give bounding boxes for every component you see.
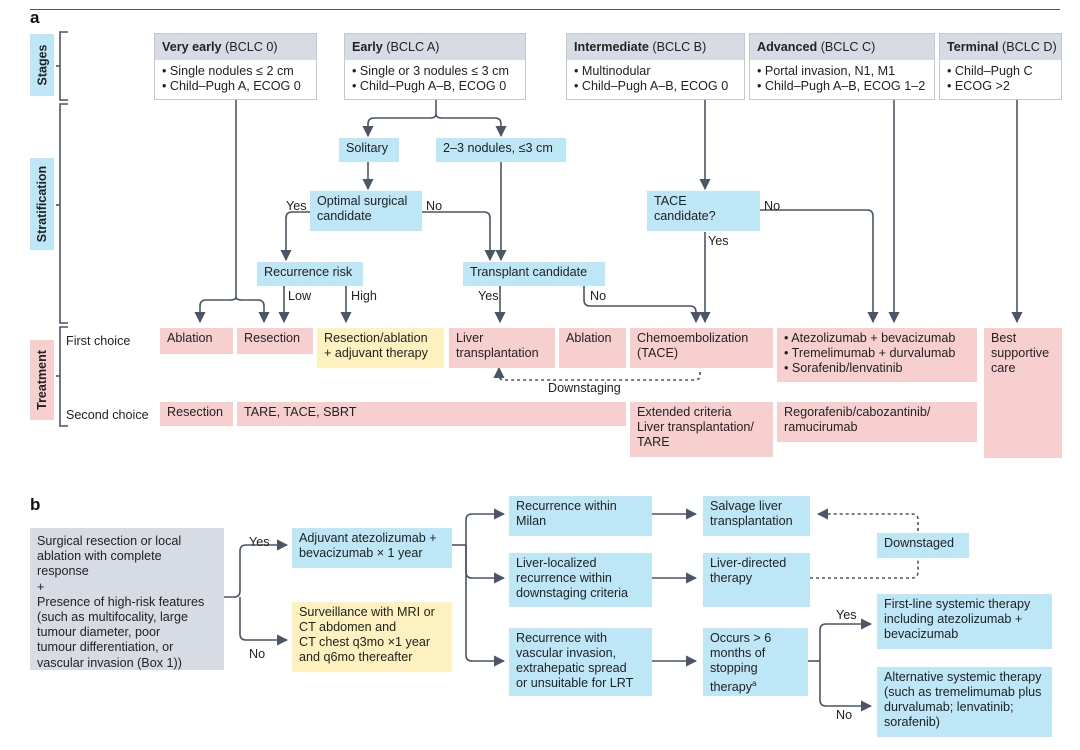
b-edge-yes-2: Yes: [836, 608, 857, 622]
row-label-first-choice: First choice: [66, 334, 131, 348]
tx-chemoembolization: Chemoembolization(TACE): [630, 328, 773, 368]
panel-b-letter: b: [30, 495, 41, 514]
tx-systemic-first: • Atezolizumab + bevacizumab• Tremelimum…: [777, 328, 977, 382]
side-label-stratification: Stratification: [30, 158, 54, 250]
tx-ablation: Ablation: [160, 328, 233, 354]
strat-solitary: Solitary: [339, 138, 399, 162]
b-edge-no-2: No: [836, 708, 853, 722]
tx-resection-adjuvant: Resection/ablation+ adjuvant therapy: [317, 328, 444, 368]
b-downstaged-box: Downstaged: [877, 533, 969, 558]
tx2-resection: Resection: [160, 402, 233, 426]
edge-no-transplant: No: [590, 289, 607, 303]
b-alternative-box: Alternative systemic therapy(such as tre…: [877, 667, 1052, 737]
stage-intermediate: Intermediate (BCLC B) • Multinodular• Ch…: [566, 33, 745, 100]
b-adjuvant-box: Adjuvant atezolizumab +bevacizumab × 1 y…: [292, 528, 452, 568]
tx2-tare-tace-sbrt: TARE, TACE, SBRT: [237, 402, 626, 426]
strat-nodules: 2–3 nodules, ≤3 cm: [436, 138, 566, 162]
edge-high: High: [351, 289, 377, 303]
edge-yes-transplant: Yes: [478, 289, 499, 303]
downstaging-label: Downstaging: [548, 381, 621, 395]
tx2-regorafenib: Regorafenib/cabozantinib/ramucirumab: [777, 402, 977, 442]
side-label-stages: Stages: [30, 34, 54, 96]
strat-transplant-candidate: Transplant candidate: [463, 262, 605, 286]
side-label-treatment: Treatment: [30, 340, 54, 420]
tx-ablation-2: Ablation: [559, 328, 626, 368]
edge-no-optimal: No: [426, 199, 443, 213]
stage-advanced: Advanced (BCLC C) • Portal invasion, N1,…: [749, 33, 935, 100]
panel-a-rule: [30, 9, 1060, 10]
b-edge-yes: Yes: [249, 535, 270, 549]
stage-very-early: Very early (BCLC 0) • Single nodules ≤ 2…: [154, 33, 317, 100]
panel-a-letter: a: [30, 8, 40, 27]
stage-terminal: Terminal (BCLC D) • Child–Pugh C• ECOG >…: [939, 33, 1062, 100]
edge-yes-tace: Yes: [708, 234, 729, 248]
b-edge-no: No: [249, 647, 266, 661]
edge-yes-optimal: Yes: [286, 199, 307, 213]
tx-resection: Resection: [237, 328, 313, 354]
edge-low: Low: [288, 289, 312, 303]
stage-early: Early (BCLC A) • Single or 3 nodules ≤ 3…: [344, 33, 526, 100]
edge-no-tace: No: [764, 199, 781, 213]
row-label-second-choice: Second choice: [66, 408, 149, 422]
strat-recurrence-risk: Recurrence risk: [257, 262, 363, 286]
